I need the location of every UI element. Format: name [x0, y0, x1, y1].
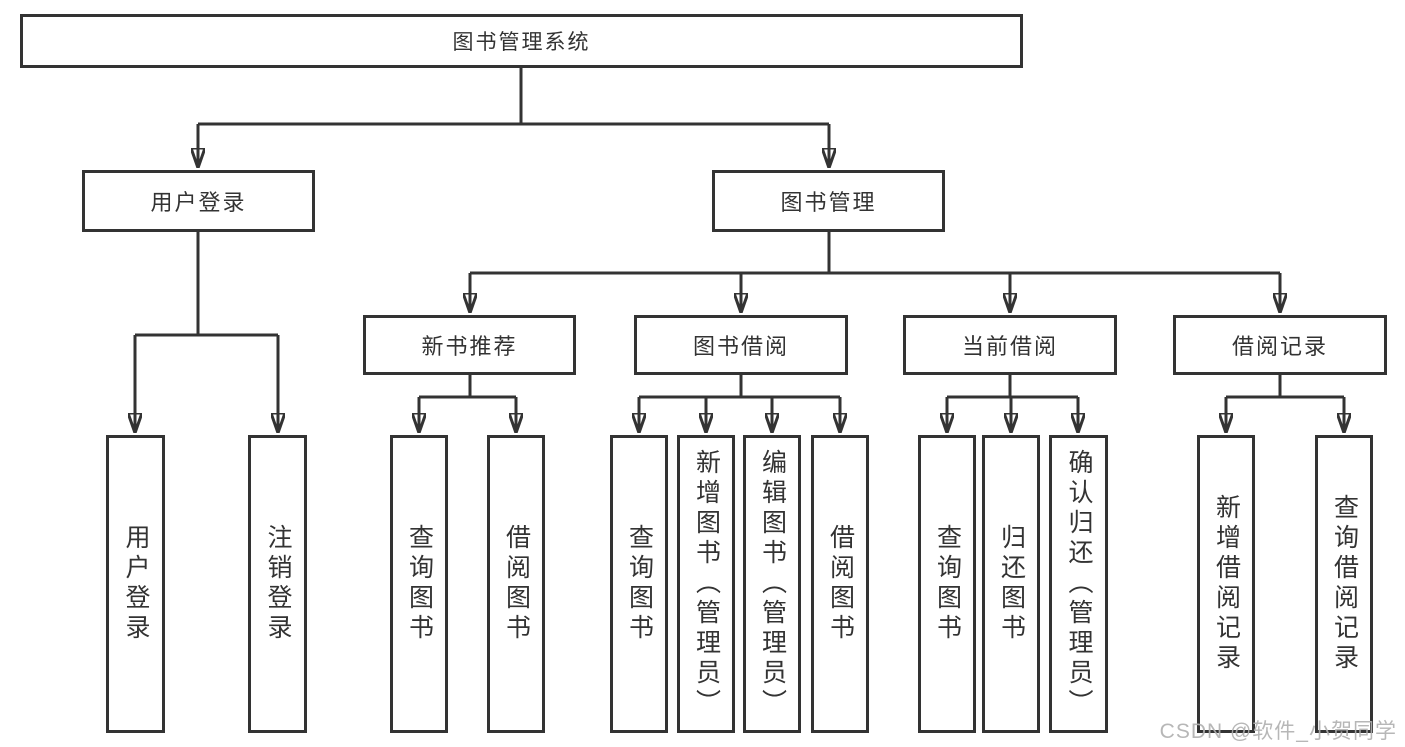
leaf-user-login: 用户登录	[106, 435, 165, 733]
node-user-login: 用户登录	[82, 170, 315, 232]
leaf-edit-books-admin: 编辑图书（管理员）	[743, 435, 801, 733]
leaf-add-borrow-record: 新增借阅记录	[1197, 435, 1255, 733]
node-user-login-label: 用户登录	[150, 190, 247, 215]
leaf-logout: 注销登录	[248, 435, 307, 733]
leaf-query-books-2-label: 查询图书	[625, 524, 654, 644]
node-borrow-records: 借阅记录	[1173, 315, 1387, 375]
leaf-confirm-return-admin-label: 确认归还（管理员）	[1065, 449, 1093, 719]
leaf-query-books-1: 查询图书	[390, 435, 448, 733]
node-current-borrow-label: 当前借阅	[961, 334, 1058, 359]
leaf-user-login-label: 用户登录	[122, 524, 150, 644]
leaf-logout-label: 注销登录	[264, 524, 292, 644]
node-book-borrow-label: 图书借阅	[692, 334, 789, 359]
leaf-query-books-3-label: 查询图书	[933, 524, 962, 644]
leaf-borrow-books-1-label: 借阅图书	[502, 524, 531, 644]
leaf-add-books-admin-label: 新增图书（管理员）	[692, 449, 721, 719]
leaf-return-books-label: 归还图书	[997, 524, 1026, 644]
node-book-mgmt: 图书管理	[712, 170, 945, 232]
watermark: CSDN @软件_小贺同学	[1159, 720, 1397, 743]
leaf-borrow-books-2-label: 借阅图书	[826, 524, 855, 644]
leaf-query-borrow-record: 查询借阅记录	[1315, 435, 1373, 733]
leaf-add-books-admin: 新增图书（管理员）	[677, 435, 735, 733]
node-new-book-rec-label: 新书推荐	[421, 334, 518, 359]
node-root: 图书管理系统	[20, 14, 1023, 68]
node-root-label: 图书管理系统	[452, 31, 591, 54]
leaf-borrow-books-2: 借阅图书	[811, 435, 869, 733]
leaf-add-borrow-record-label: 新增借阅记录	[1212, 494, 1241, 674]
leaf-confirm-return-admin: 确认归还（管理员）	[1049, 435, 1108, 733]
leaf-query-books-3: 查询图书	[918, 435, 976, 733]
leaf-edit-books-admin-label: 编辑图书（管理员）	[758, 449, 787, 719]
leaf-return-books: 归还图书	[982, 435, 1040, 733]
node-new-book-rec: 新书推荐	[363, 315, 576, 375]
leaf-query-books-2: 查询图书	[610, 435, 668, 733]
leaf-borrow-books-1: 借阅图书	[487, 435, 545, 733]
node-current-borrow: 当前借阅	[903, 315, 1117, 375]
leaf-query-books-1-label: 查询图书	[405, 524, 434, 644]
leaf-query-borrow-record-label: 查询借阅记录	[1330, 494, 1359, 674]
node-book-mgmt-label: 图书管理	[780, 190, 877, 215]
node-borrow-records-label: 借阅记录	[1231, 334, 1328, 359]
node-book-borrow: 图书借阅	[634, 315, 848, 375]
